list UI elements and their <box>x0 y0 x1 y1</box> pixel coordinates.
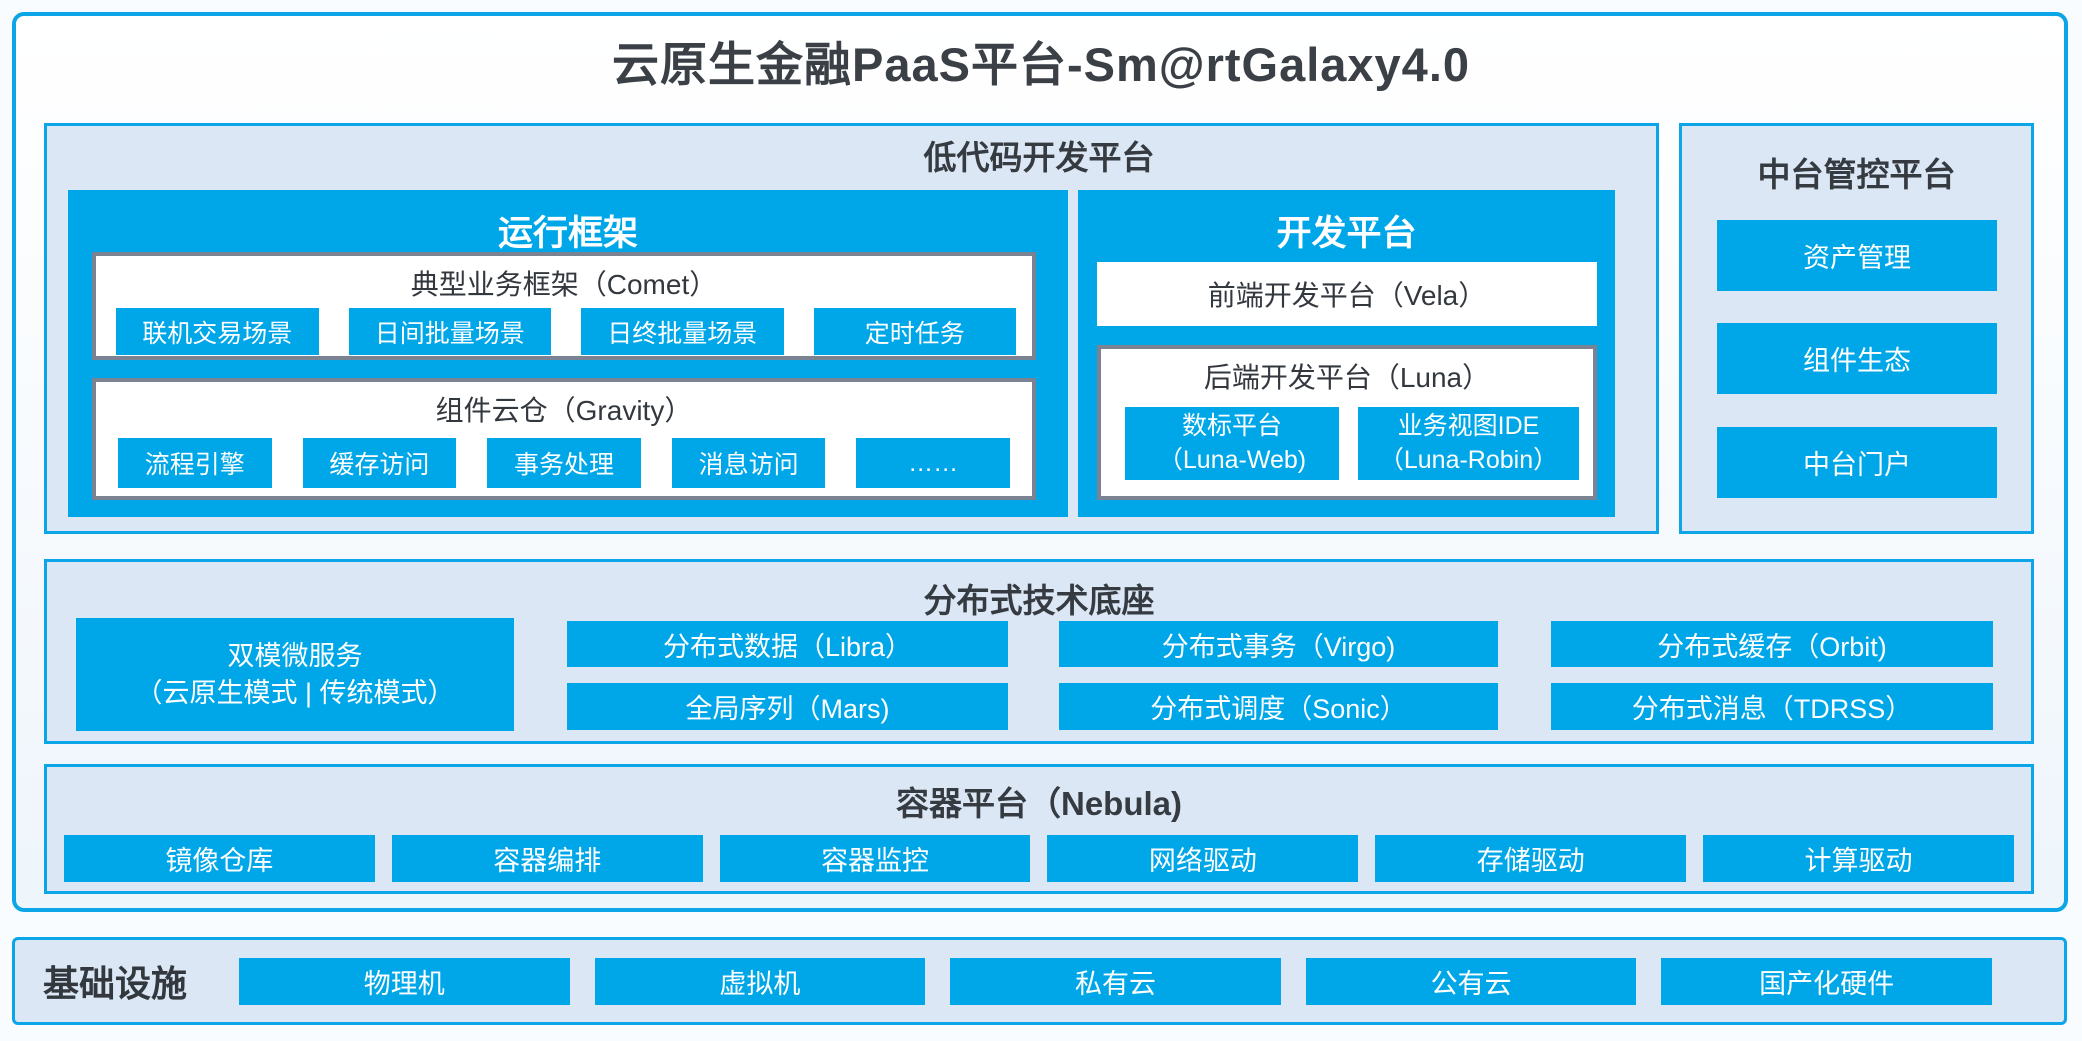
distributed-label: 分布式技术底座 <box>923 582 1155 619</box>
distributed-message-box: 分布式消息（TDRSS） <box>1551 683 1993 730</box>
distributed-transaction-box: 分布式事务（Virgo) <box>1059 621 1498 667</box>
gravity-item: 消息访问 <box>671 438 826 488</box>
midplatform-item-ecosystem: 组件生态 <box>1717 323 1997 394</box>
infra-item-physical-machine: 物理机 <box>239 957 570 1005</box>
comet-box: 典型业务框架（Comet） 联机交易场景 日间批量场景 日终批量场景 定时任务 <box>92 252 1036 360</box>
distributed-scheduler-box: 分布式调度（Sonic） <box>1059 683 1498 730</box>
luna-box: 后端开发平台（Luna） 数标平台 （Luna-Web) 业务视图IDE （Lu… <box>1097 345 1597 500</box>
infrastructure-bar: 基础设施 物理机 虚拟机 私有云 公有云 国产化硬件 <box>12 937 2067 1025</box>
runtime-framework-panel: 运行框架 典型业务框架（Comet） 联机交易场景 日间批量场景 日终批量场景 … <box>68 190 1068 517</box>
infra-item-private-cloud: 私有云 <box>950 957 1281 1005</box>
container-section: 容器平台（Nebula) 镜像仓库 容器编排 容器监控 网络驱动 存储驱动 计算… <box>44 764 2034 894</box>
runtime-framework-title: 运行框架 <box>497 214 638 253</box>
dual-mode-microservice-box: 双模微服务 （云原生模式 | 传统模式） <box>76 618 514 731</box>
infra-item-public-cloud: 公有云 <box>1305 957 1637 1005</box>
page-title: 云原生金融PaaS平台-Sm@rtGalaxy4.0 <box>611 38 1471 91</box>
midplatform-section: 中台管控平台 资产管理 组件生态 中台门户 <box>1679 123 2034 534</box>
comet-item: 联机交易场景 <box>116 308 319 355</box>
comet-item: 日终批量场景 <box>581 308 784 355</box>
infra-item-virtual-machine: 虚拟机 <box>594 957 926 1005</box>
container-item-registry: 镜像仓库 <box>64 835 375 882</box>
gravity-item: …… <box>856 438 1010 488</box>
luna-title: 后端开发平台（Luna） <box>1203 362 1491 393</box>
container-item-monitoring: 容器监控 <box>719 835 1031 882</box>
luna-web-box: 数标平台 （Luna-Web) <box>1125 407 1339 480</box>
infra-item-domestic-hardware: 国产化硬件 <box>1661 957 1992 1005</box>
gravity-item: 流程引擎 <box>118 438 272 488</box>
gravity-item: 事务处理 <box>487 438 641 488</box>
container-item-network-driver: 网络驱动 <box>1047 835 1359 882</box>
gravity-box: 组件云仓（Gravity） 流程引擎 缓存访问 事务处理 消息访问 …… <box>92 378 1036 500</box>
gravity-title: 组件云仓（Gravity） <box>435 395 693 426</box>
midplatform-item-portal: 中台门户 <box>1717 427 1997 498</box>
distributed-data-box: 分布式数据（Libra） <box>567 621 1008 667</box>
infrastructure-label: 基础设施 <box>43 963 188 1004</box>
dev-platform-title: 开发平台 <box>1276 214 1417 253</box>
luna-robin-box: 业务视图IDE （Luna-Robin） <box>1358 407 1579 480</box>
distributed-section: 分布式技术底座 双模微服务 （云原生模式 | 传统模式） 分布式数据（Libra… <box>44 559 2034 744</box>
midplatform-item-asset: 资产管理 <box>1717 220 1997 291</box>
distributed-cache-box: 分布式缓存（Orbit) <box>1551 621 1993 667</box>
comet-title: 典型业务框架（Comet） <box>410 269 718 300</box>
container-item-orchestration: 容器编排 <box>391 835 703 882</box>
midplatform-label: 中台管控平台 <box>1757 156 1956 193</box>
gravity-item: 缓存访问 <box>302 438 457 488</box>
dev-platform-panel: 开发平台 前端开发平台（Vela） 后端开发平台（Luna） 数标平台 （Lun… <box>1078 190 1615 517</box>
lowcode-section-label: 低代码开发平台 <box>923 139 1155 176</box>
container-item-compute-driver: 计算驱动 <box>1703 835 2014 882</box>
vela-box: 前端开发平台（Vela） <box>1097 262 1597 326</box>
global-sequence-box: 全局序列（Mars) <box>567 683 1008 730</box>
container-label: 容器平台（Nebula) <box>895 785 1182 822</box>
comet-item: 日间批量场景 <box>348 308 551 355</box>
comet-item: 定时任务 <box>813 308 1016 355</box>
container-item-storage-driver: 存储驱动 <box>1375 835 1687 882</box>
